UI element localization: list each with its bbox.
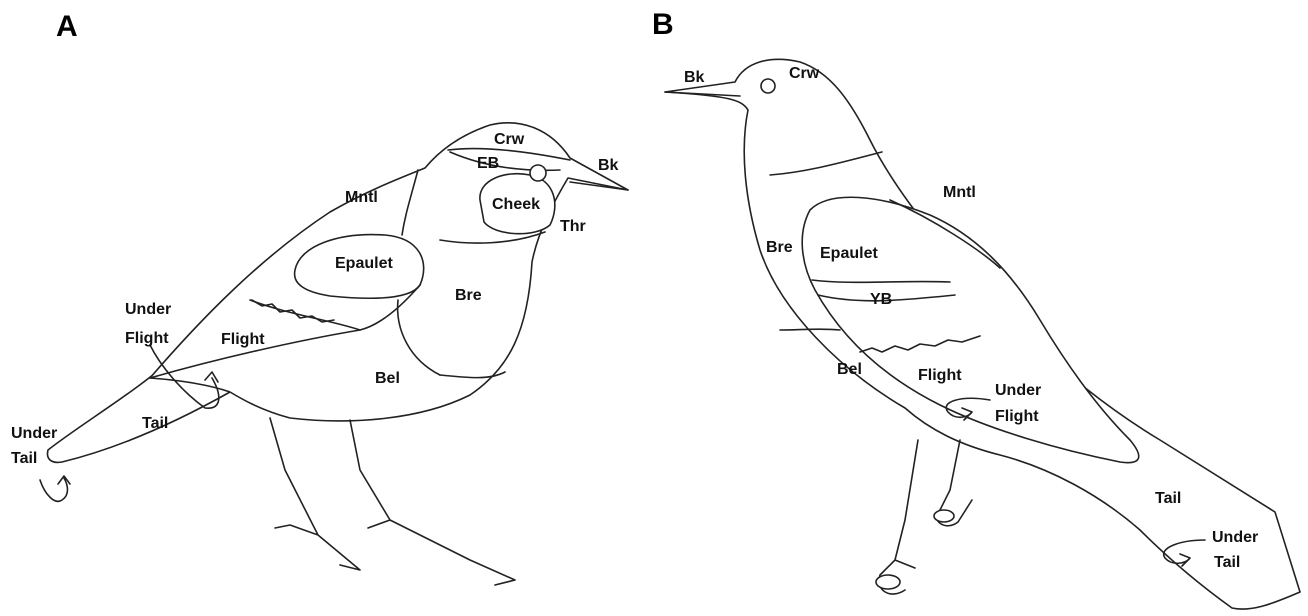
panel-b-leg-left bbox=[879, 440, 918, 594]
panel-b-label-crw: Crw bbox=[789, 65, 820, 82]
panel-a-label-bel: Bel bbox=[375, 370, 400, 387]
panel-a-label-tail: Tail bbox=[142, 415, 168, 432]
panel-b-label-under-tail-2: Tail bbox=[1214, 554, 1240, 571]
panel-a-eye bbox=[530, 165, 546, 181]
panel-b-label-under-flight-1: Under bbox=[995, 382, 1041, 399]
panel-b-label-bk: Bk bbox=[684, 69, 705, 86]
panel-a-under-tail-arrow bbox=[40, 476, 70, 501]
panel-a-label-under-tail-1: Under bbox=[11, 425, 57, 442]
panel-b-label-epaulet: Epaulet bbox=[820, 245, 878, 262]
panel-a-label-bk: Bk bbox=[598, 157, 619, 174]
panel-a-label-bre: Bre bbox=[455, 287, 482, 304]
panel-a-label-crw: Crw bbox=[494, 131, 525, 148]
panel-a-leg-right bbox=[350, 420, 515, 585]
panel-b-label-flight: Flight bbox=[918, 367, 962, 384]
panel-b-foot-left bbox=[876, 575, 900, 589]
panel-b-label-mntl: Mntl bbox=[943, 184, 976, 201]
panel-a-label-flight: Flight bbox=[221, 331, 265, 348]
panel-a-label-thr: Thr bbox=[560, 218, 586, 235]
panel-a-label-mntl: Mntl bbox=[345, 189, 378, 206]
panel-b-label-bel: Bel bbox=[837, 361, 862, 378]
panel-a-label-under-flight-1: Under bbox=[125, 301, 171, 318]
panel-a-label-cheek: Cheek bbox=[492, 196, 540, 213]
panel-b-eye bbox=[761, 79, 775, 93]
panel-a-leg-left bbox=[270, 418, 360, 570]
panel-b-foot-right bbox=[934, 510, 954, 522]
panel-a-label-under-tail-2: Tail bbox=[11, 450, 37, 467]
panel-b-breast-line bbox=[780, 329, 840, 330]
panel-a-label-epaulet: Epaulet bbox=[335, 255, 393, 272]
panel-b: B Bk Crw Mntl Bre Epaulet YB Bel Fli bbox=[652, 8, 1300, 609]
panel-b-label-under-tail-1: Under bbox=[1212, 529, 1258, 546]
panel-b-label-bre: Bre bbox=[766, 239, 793, 256]
panel-b-label-yb: YB bbox=[870, 291, 892, 308]
panel-b-letter: B bbox=[652, 8, 674, 41]
panel-a-label-under-flight-2: Flight bbox=[125, 330, 169, 347]
panel-a: A Crw EB Bk Cheek Thr Mn bbox=[11, 10, 628, 585]
panel-a-label-eb: EB bbox=[477, 155, 499, 172]
panel-a-letter: A bbox=[56, 10, 78, 43]
panel-b-label-under-flight-2: Flight bbox=[995, 408, 1039, 425]
panel-b-label-tail: Tail bbox=[1155, 490, 1181, 507]
